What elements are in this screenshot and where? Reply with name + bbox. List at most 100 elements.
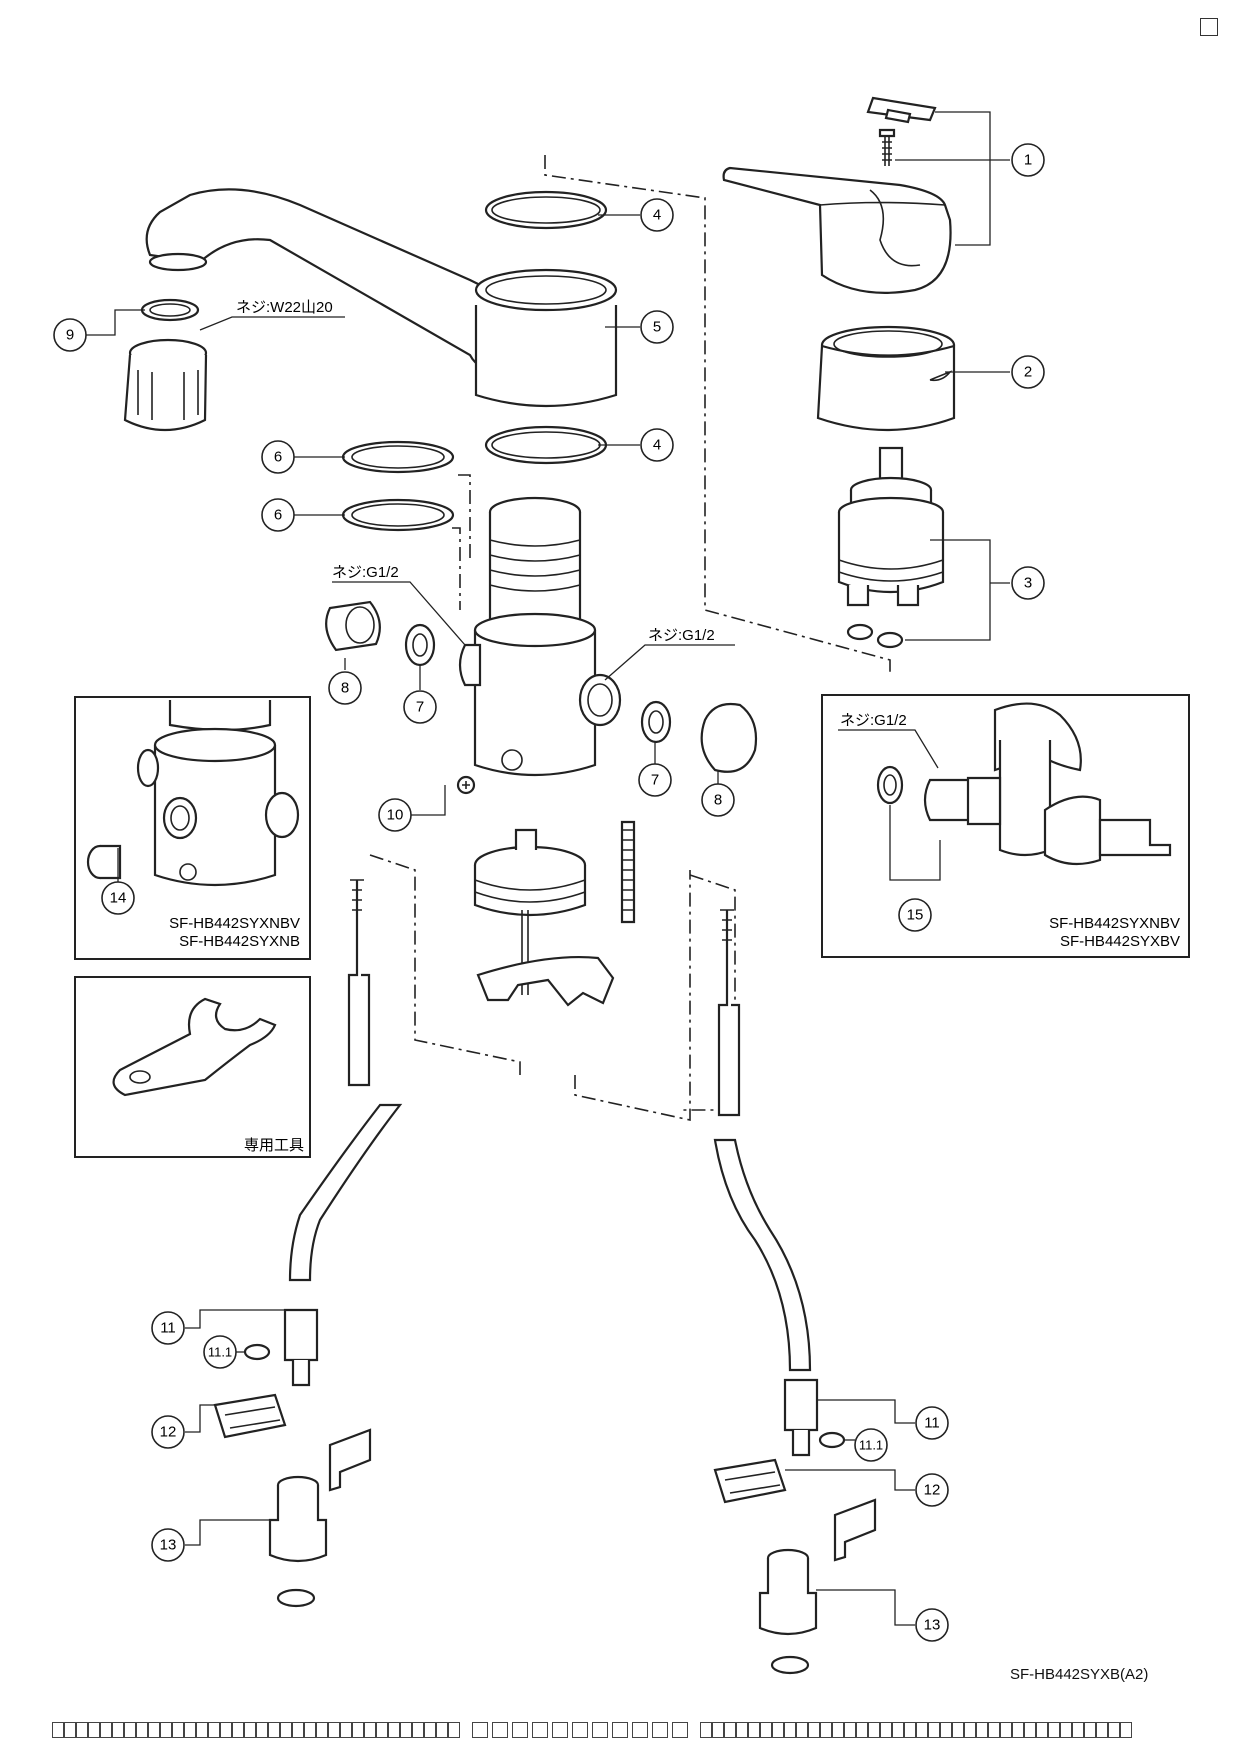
callout-13: 13 [915, 1608, 949, 1642]
callout-8: 8 [328, 671, 362, 705]
svg-text:11.1: 11.1 [859, 1438, 883, 1453]
missing-glyph-box [316, 1722, 328, 1738]
missing-glyph-box [1108, 1722, 1120, 1738]
missing-glyph-box [976, 1722, 988, 1738]
svg-text:8: 8 [714, 792, 722, 809]
cap-cover [816, 325, 956, 432]
tool-caption: 専用工具 [244, 1137, 304, 1154]
missing-glyph-box [736, 1722, 748, 1738]
callout-11: 11 [915, 1406, 949, 1440]
missing-glyph-box [988, 1722, 1000, 1738]
svg-text:13: 13 [160, 1537, 177, 1554]
missing-glyph-box [808, 1722, 820, 1738]
missing-glyph-box [1048, 1722, 1060, 1738]
missing-glyph-box [1072, 1722, 1084, 1738]
missing-glyph-box [868, 1722, 880, 1738]
callout-1: 1 [1011, 143, 1045, 177]
inset-right-model-2: SF-HB442SYXBV [1060, 933, 1180, 950]
svg-text:6: 6 [274, 507, 282, 524]
svg-text:6: 6 [274, 449, 282, 466]
missing-glyph-box [1024, 1722, 1036, 1738]
callout-2: 2 [1011, 355, 1045, 389]
missing-glyph-box [572, 1722, 588, 1738]
svg-text:8: 8 [341, 680, 349, 697]
missing-glyph-box [1084, 1722, 1096, 1738]
missing-glyph-box [76, 1722, 88, 1738]
svg-text:4: 4 [653, 437, 661, 454]
inset-left-model-1: SF-HB442SYXNBV [169, 915, 300, 932]
missing-glyph-box [100, 1722, 112, 1738]
missing-glyph-box [940, 1722, 952, 1738]
missing-glyph-box [340, 1722, 352, 1738]
missing-glyph-box [184, 1722, 196, 1738]
snap-ring [484, 190, 608, 465]
packing [341, 440, 455, 532]
callout-13: 13 [151, 1528, 185, 1562]
missing-glyph-box [952, 1722, 964, 1738]
svg-text:11: 11 [924, 1415, 940, 1432]
svg-text:13: 13 [924, 1617, 941, 1634]
callout-14: 14 [101, 881, 135, 915]
svg-text:11.1: 11.1 [208, 1345, 232, 1360]
fixing-assembly [456, 775, 636, 1007]
missing-glyph-box [784, 1722, 796, 1738]
missing-glyph-box [1060, 1722, 1072, 1738]
callout-12: 12 [151, 1415, 185, 1449]
corner-checkbox-icon [1200, 18, 1218, 36]
svg-text:12: 12 [924, 1482, 941, 1499]
callout-12: 12 [915, 1473, 949, 1507]
missing-glyph-box [328, 1722, 340, 1738]
missing-glyph-box [160, 1722, 172, 1738]
missing-glyph-box [820, 1722, 832, 1738]
callout-4: 4 [640, 198, 674, 232]
missing-glyph-box [268, 1722, 280, 1738]
missing-glyph-box [256, 1722, 268, 1738]
missing-glyph-box [552, 1722, 568, 1738]
inset-right-model-1: SF-HB442SYXNBV [1049, 915, 1180, 932]
missing-glyph-box [196, 1722, 208, 1738]
missing-glyph-box [592, 1722, 608, 1738]
svg-text:9: 9 [66, 327, 74, 344]
adapter-joint [268, 1475, 818, 1675]
svg-text:11: 11 [160, 1320, 176, 1337]
missing-glyph-box [244, 1722, 256, 1738]
thread-label-body-right: ネジ:G1/2 [648, 627, 715, 644]
missing-glyph-box [208, 1722, 220, 1738]
missing-glyph-box [136, 1722, 148, 1738]
inset-left [74, 696, 311, 960]
svg-text:15: 15 [907, 907, 924, 924]
callout-6: 6 [261, 440, 295, 474]
missing-glyph-box [1012, 1722, 1024, 1738]
callouts: 1 2 3 4 5 4 6 6 9 8 7 7 8 10 14 15 11 11… [53, 143, 1045, 1642]
callout-10: 10 [378, 798, 412, 832]
missing-glyph-row [472, 1722, 692, 1740]
missing-glyph-box [892, 1722, 904, 1738]
callout-8: 8 [701, 783, 735, 817]
supply-pipe [283, 879, 819, 1457]
inset-right [821, 694, 1190, 958]
cap-nut [325, 600, 758, 773]
missing-glyph-box [652, 1722, 668, 1738]
thread-label-inset: ネジ:G1/2 [840, 712, 907, 729]
missing-glyph-box [376, 1722, 388, 1738]
clip [213, 1393, 877, 1562]
missing-glyph-box [292, 1722, 304, 1738]
missing-glyph-box [772, 1722, 784, 1738]
callout-11-1: 11.1 [203, 1335, 237, 1369]
missing-glyph-box [512, 1722, 528, 1738]
callout-15: 15 [898, 898, 932, 932]
callout-7: 7 [403, 690, 437, 724]
missing-glyph-box [724, 1722, 736, 1738]
svg-text:7: 7 [416, 699, 424, 716]
callout-3: 3 [1011, 566, 1045, 600]
missing-glyph-box [1000, 1722, 1012, 1738]
missing-glyph-box [916, 1722, 928, 1738]
missing-glyph-box [304, 1722, 316, 1738]
missing-glyph-box [844, 1722, 856, 1738]
lever-handle [722, 96, 952, 294]
missing-glyph-box [796, 1722, 808, 1738]
callout-7: 7 [638, 763, 672, 797]
missing-glyph-box [112, 1722, 124, 1738]
